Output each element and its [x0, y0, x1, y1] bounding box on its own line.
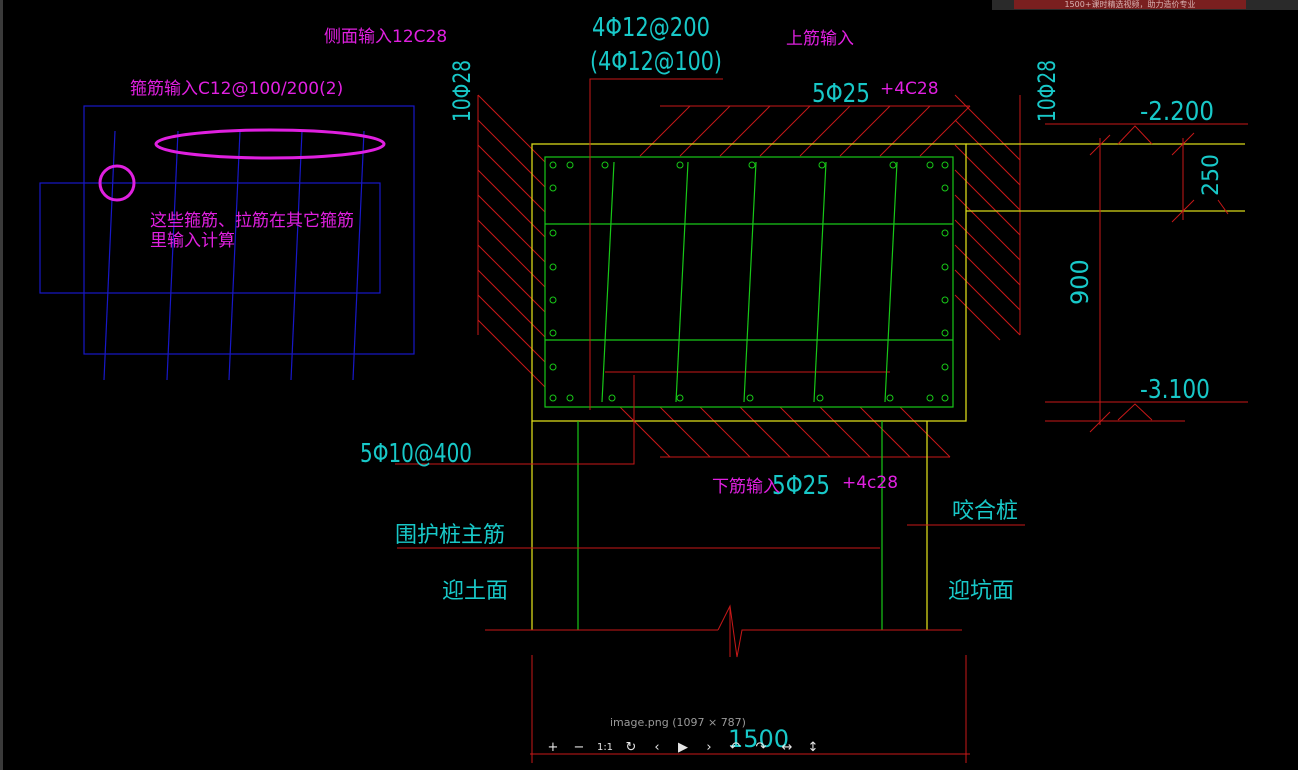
annotation-bottom-extra: +4c28	[842, 473, 898, 493]
label-tie-bars: 5Φ10@400	[360, 439, 472, 469]
label-dim-900: 900	[1066, 259, 1094, 305]
label-dim-250: 250	[1199, 154, 1224, 196]
flip-horizontal-icon: ↔	[781, 739, 793, 755]
pile-rebar	[577, 421, 883, 630]
rotate-right-icon: ↷	[755, 739, 767, 755]
zoom-out-button[interactable]: −	[566, 737, 592, 757]
image-info: image.png (1097 × 787)	[610, 716, 746, 729]
prev-button[interactable]: ‹	[644, 737, 670, 757]
annotation-side-input: 侧面输入12C28	[324, 27, 447, 47]
label-stirrup-alt: (4Φ12@100)	[590, 47, 722, 77]
flip-horizontal-button[interactable]: ↔	[774, 737, 800, 757]
chevron-left-icon: ‹	[654, 739, 660, 755]
label-top-bars: 5Φ25	[812, 79, 870, 109]
refresh-icon: ↻	[625, 739, 637, 755]
label-elev-top: -2.200	[1140, 97, 1214, 127]
cad-labels: 4Φ12@200 (4Φ12@100) 5Φ25 5Φ25 5Φ10@400 -…	[360, 13, 1224, 753]
sketch-tie	[166, 130, 179, 381]
label-right-side: 10Φ28	[1033, 60, 1061, 122]
label-secant-pile: 咬合桩	[952, 499, 1018, 524]
hatch-left	[477, 94, 546, 388]
flip-vertical-button[interactable]: ↕	[800, 737, 826, 757]
flip-vertical-icon: ↕	[807, 739, 819, 755]
annotation-bottom-input: 下筋输入	[712, 477, 780, 497]
rotate-right-button[interactable]: ↷	[748, 737, 774, 757]
chevron-right-icon: ›	[706, 739, 712, 755]
next-button[interactable]: ›	[696, 737, 722, 757]
beam-outline	[531, 143, 1245, 630]
window-edge	[0, 0, 3, 770]
sketch-tie	[103, 130, 116, 381]
sketch-outer-rect	[83, 105, 415, 355]
sketch-tie	[352, 130, 365, 381]
rebar-cage	[544, 156, 954, 408]
annotation-top-input: 上筋输入	[786, 29, 854, 49]
rotate-left-button[interactable]: ↶	[722, 737, 748, 757]
hatch-top	[639, 105, 971, 157]
label-pile-main: 围护桩主筋	[395, 523, 505, 548]
label-bottom-bars: 5Φ25	[772, 471, 830, 501]
reset-button[interactable]: ↻	[618, 737, 644, 757]
sketch-inner-rect	[39, 182, 381, 294]
annotation-note-line2: 里输入计算	[150, 231, 235, 251]
sketch-tie	[290, 130, 303, 381]
rebar-dots	[549, 161, 949, 402]
top-badge[interactable]: 1500+课时精选视频，助力造价专业	[1014, 0, 1246, 9]
hatch-right	[954, 94, 1021, 341]
label-soil-face: 迎土面	[442, 579, 508, 604]
one-to-one-icon: 1:1	[596, 741, 614, 753]
actual-size-button[interactable]: 1:1	[592, 737, 618, 757]
plus-icon: +	[547, 739, 559, 755]
annotations: 侧面输入12C28 上筋输入 箍筋输入C12@100/200(2) 这些箍筋、拉…	[130, 27, 939, 497]
annotation-stirrup-input: 箍筋输入C12@100/200(2)	[130, 79, 343, 99]
label-stirrup-main: 4Φ12@200	[592, 13, 710, 43]
play-button[interactable]: ▶	[670, 737, 696, 757]
zoom-in-button[interactable]: +	[540, 737, 566, 757]
annotation-top-extra: +4C28	[880, 79, 939, 99]
hatch-bottom	[605, 371, 951, 458]
sketch-tie	[228, 130, 241, 381]
label-pit-face: 迎坑面	[948, 579, 1014, 604]
minus-icon: −	[573, 739, 585, 755]
play-icon: ▶	[678, 739, 688, 755]
leader-lines	[395, 78, 1248, 763]
label-left-side: 10Φ28	[448, 60, 476, 122]
label-elev-bottom: -3.100	[1140, 375, 1210, 405]
stirrup-sketch	[39, 105, 415, 381]
label-dim-1500: 1500	[728, 725, 789, 753]
rotate-left-icon: ↶	[729, 739, 741, 755]
highlight-circle	[98, 164, 136, 202]
highlight-ellipse	[154, 128, 386, 160]
viewer-toolbar: +−1:1 ↻ ‹ ▶ › ↶ ↷ ↔ ↕	[540, 737, 826, 757]
annotation-note-line1: 这些箍筋、拉筋在其它箍筋	[150, 211, 354, 231]
